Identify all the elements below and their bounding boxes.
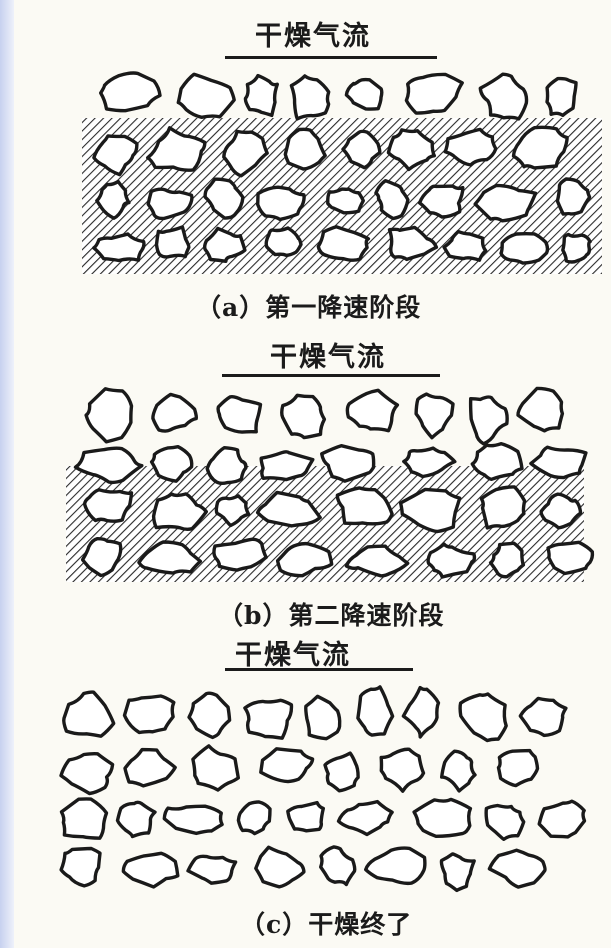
particle-shape [245, 700, 292, 738]
caption-b: （b）第二降速阶段 [218, 596, 444, 632]
particle-shape [358, 687, 393, 735]
particle-shape [123, 853, 177, 887]
particle-shape [328, 189, 364, 213]
particle-shape [207, 448, 246, 484]
particle-shape [460, 694, 506, 741]
particle-shape [62, 799, 107, 838]
caption-c: （c）干燥终了 [240, 905, 412, 941]
particle-shape [64, 692, 114, 736]
particle-shape [471, 397, 508, 444]
particle-shape [85, 490, 132, 521]
particle-shape [480, 74, 526, 119]
particle-shape [125, 696, 174, 733]
particle-shape [325, 753, 358, 791]
particle-shape [347, 390, 397, 430]
particle-shape [193, 746, 238, 790]
particle-shape [416, 394, 453, 438]
particle-shape [548, 542, 592, 573]
particle-shape [346, 80, 381, 109]
flow-label-a: 干燥气流 [255, 14, 371, 53]
particle-shape [406, 74, 462, 113]
flow-label-c: 干燥气流 [235, 633, 351, 672]
particle-shape [366, 848, 425, 883]
particle-shape [178, 74, 234, 117]
particle-shape [381, 749, 423, 791]
particle-shape [501, 234, 547, 263]
particle-shape [339, 802, 393, 835]
particle-shape [518, 388, 562, 430]
particle-shape [157, 227, 189, 257]
particle-shape [489, 850, 545, 887]
pores-diagram-b [62, 380, 592, 592]
particle-shape [481, 487, 524, 528]
particle-shape [118, 802, 156, 836]
flow-label-b: 干燥气流 [270, 335, 386, 374]
particle-shape [218, 397, 260, 432]
particle-shape [164, 806, 222, 833]
slide-edge [0, 0, 14, 948]
flow-line-c [225, 668, 413, 671]
particle-shape [94, 234, 144, 261]
particle-shape [563, 235, 590, 263]
particle-shape [153, 394, 196, 431]
particle-shape [282, 395, 325, 437]
particle-shape [321, 847, 355, 885]
pores-diagram-a [78, 58, 608, 286]
particle-shape [61, 754, 113, 794]
particle-shape [539, 801, 584, 837]
particle-shape [414, 799, 470, 836]
flow-line-b [222, 374, 440, 377]
particle-shape [499, 751, 538, 786]
particle-shape [486, 806, 524, 840]
particle-shape [261, 749, 313, 782]
particle-shape [86, 389, 131, 442]
caption-a: （a）第一降速阶段 [196, 288, 421, 324]
particle-shape [442, 751, 475, 791]
particle-shape [258, 187, 304, 219]
particle-shape [306, 696, 340, 738]
particle-shape [441, 854, 474, 891]
particle-shape [189, 693, 230, 737]
particle-shape [101, 73, 160, 111]
particle-shape [125, 750, 175, 786]
particle-shape [245, 76, 277, 116]
particle-shape [188, 856, 236, 883]
particle-shape [472, 444, 522, 480]
particle-shape [547, 79, 576, 116]
particle-shape [288, 803, 324, 831]
particle-shape [266, 228, 301, 255]
particle-shape [238, 802, 270, 834]
pores-diagram-c [45, 682, 575, 902]
particle-shape [291, 76, 328, 119]
particle-shape [61, 849, 100, 886]
particle-shape [256, 847, 304, 887]
particle-shape [520, 698, 566, 735]
particle-shape [403, 688, 438, 737]
